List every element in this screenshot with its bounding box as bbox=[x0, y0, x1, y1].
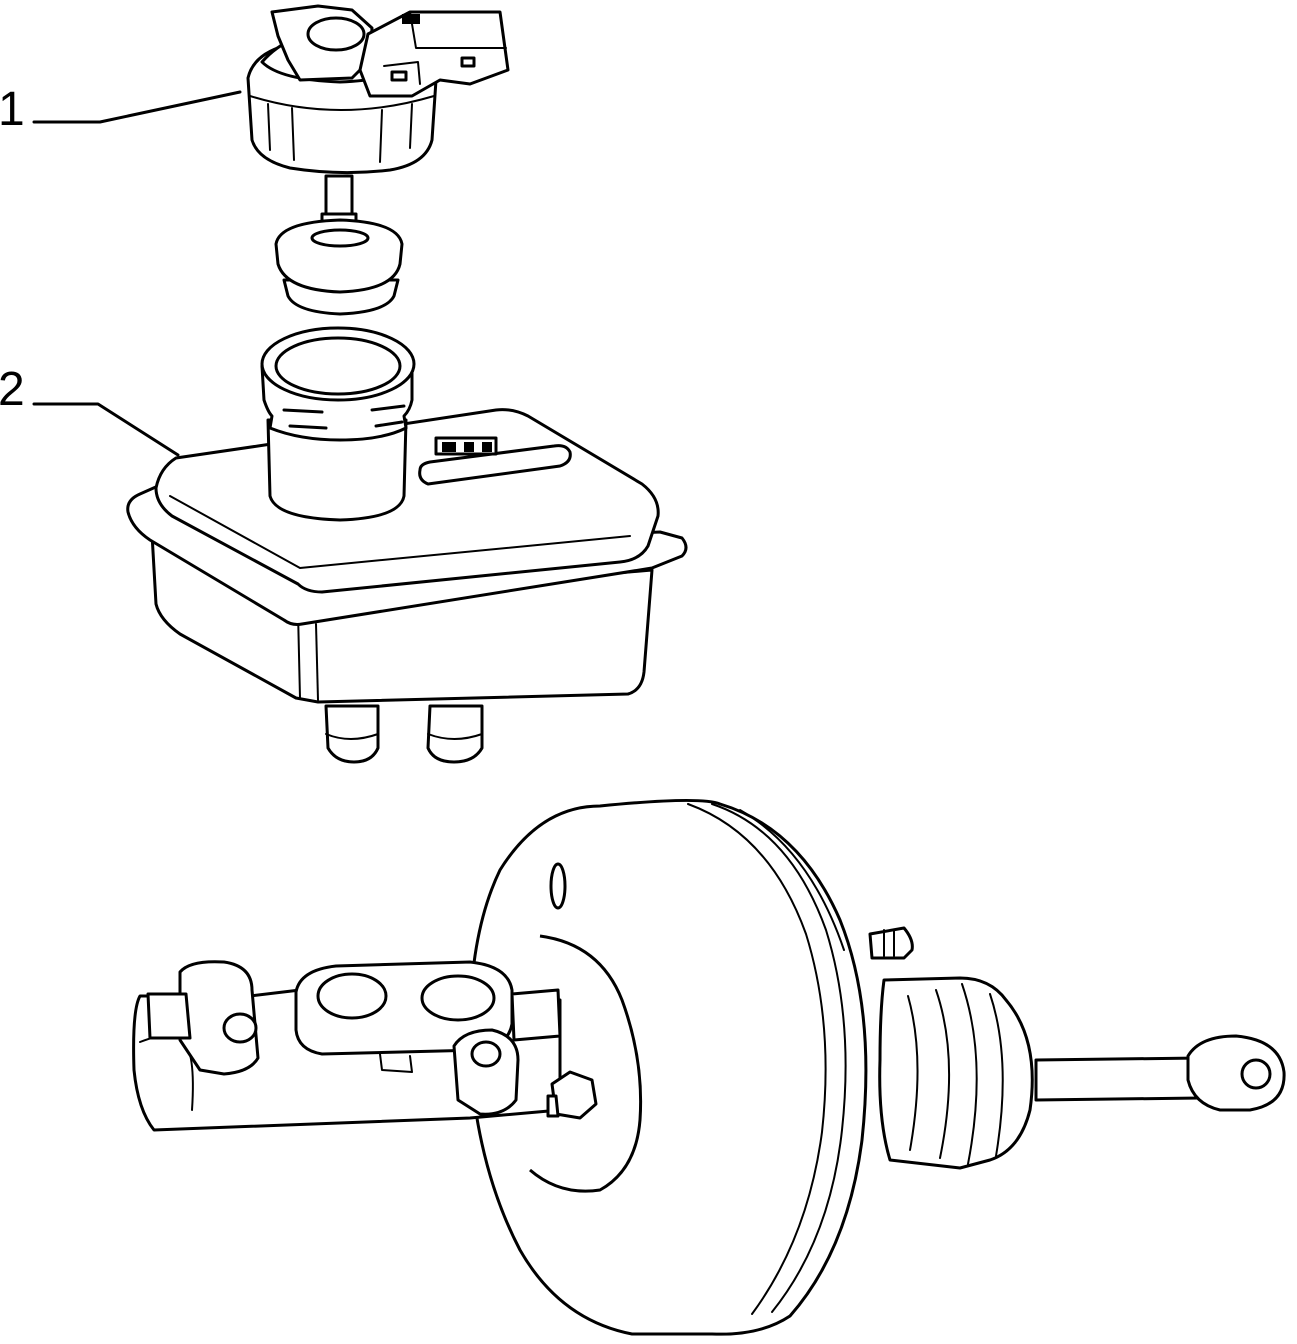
callout-2-leader-line bbox=[32, 402, 180, 457]
callout-1-number: 1 bbox=[0, 83, 25, 136]
callout-2[interactable]: 2 bbox=[0, 363, 180, 457]
callout-2-number: 2 bbox=[0, 363, 25, 416]
master-cylinder bbox=[132, 960, 598, 1132]
reservoir-filter bbox=[274, 218, 404, 316]
reservoir-cap bbox=[246, 4, 510, 236]
brake-servo bbox=[468, 798, 1286, 1336]
callout-1[interactable]: 1 bbox=[0, 83, 242, 136]
callout-1-leader-line bbox=[32, 90, 242, 124]
brake-fluid-reservoir bbox=[126, 326, 688, 764]
